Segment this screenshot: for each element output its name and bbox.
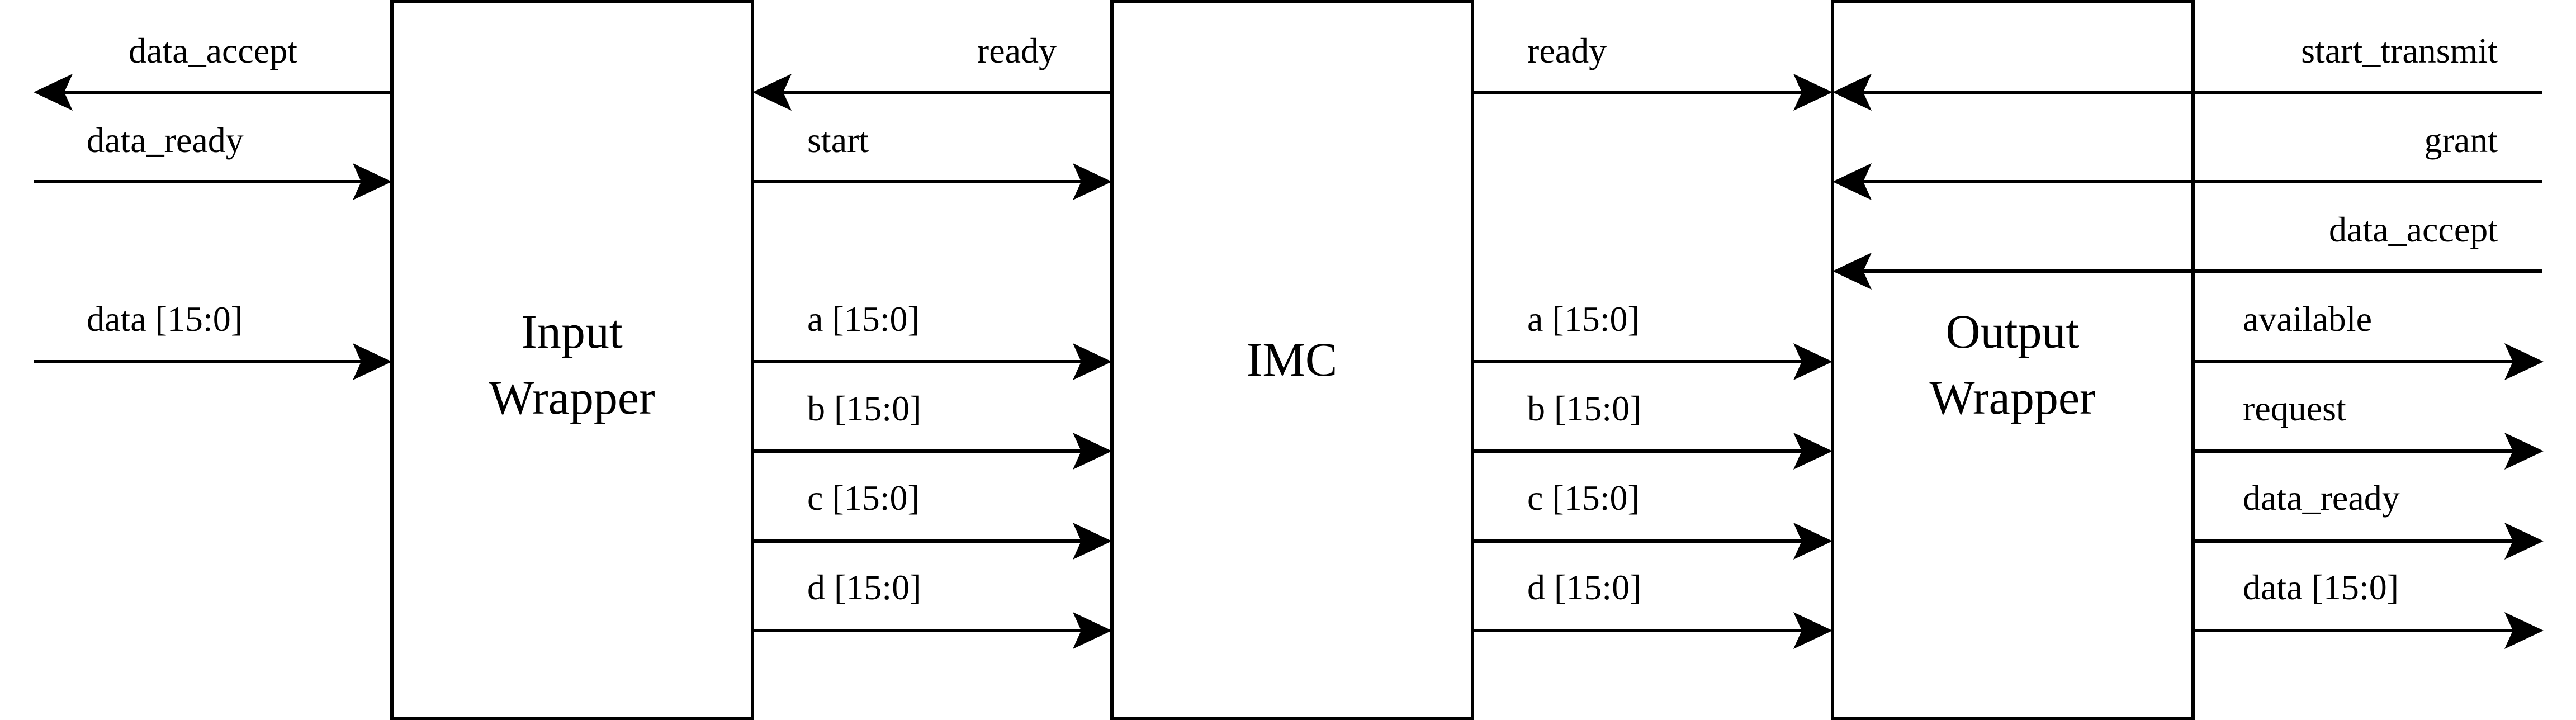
signal-label: request bbox=[2243, 389, 2346, 428]
signal-label: data [15:0] bbox=[2243, 567, 2399, 607]
imc-block bbox=[1110, 0, 1474, 720]
signal-request: request bbox=[2193, 389, 2544, 470]
signal-start: start bbox=[752, 120, 1112, 200]
signal-c-in: c [15:0] bbox=[752, 478, 1112, 560]
signal-a-in: a [15:0] bbox=[752, 299, 1112, 380]
signal-data-ready-left: data_ready bbox=[34, 120, 392, 200]
signal-label: d [15:0] bbox=[807, 567, 921, 607]
signal-label: b [15:0] bbox=[1527, 389, 1641, 428]
signal-label: data_ready bbox=[87, 120, 244, 160]
signal-label: a [15:0] bbox=[807, 299, 920, 339]
signal-label: start_transmit bbox=[2301, 31, 2498, 70]
imc-label: IMC bbox=[1247, 333, 1337, 386]
signal-d-out: d [15:0] bbox=[1472, 567, 1832, 649]
output-wrapper-label-line2: Wrapper bbox=[1929, 371, 2095, 424]
signal-label: data_ready bbox=[2243, 478, 2400, 518]
signal-data-left: data [15:0] bbox=[34, 299, 392, 380]
signal-label: data_accept bbox=[129, 31, 297, 70]
signal-available: available bbox=[2193, 299, 2544, 380]
signal-data-accept-right: data_accept bbox=[1832, 210, 2542, 290]
signal-data-ready-right: data_ready bbox=[2193, 478, 2544, 560]
signal-label: c [15:0] bbox=[1527, 478, 1640, 518]
signal-b-in: b [15:0] bbox=[752, 389, 1112, 470]
signal-label: a [15:0] bbox=[1527, 299, 1640, 339]
output-wrapper-block bbox=[1831, 0, 2195, 720]
signal-label: ready bbox=[1527, 31, 1607, 70]
signal-label: grant bbox=[2425, 120, 2498, 160]
signal-b-out: b [15:0] bbox=[1472, 389, 1832, 470]
signal-label: ready bbox=[977, 31, 1057, 70]
signal-grant: grant bbox=[1832, 120, 2542, 200]
signal-label: available bbox=[2243, 299, 2372, 339]
signal-ready-to-input: ready bbox=[752, 31, 1112, 111]
signal-label: b [15:0] bbox=[807, 389, 921, 428]
signal-d-in: d [15:0] bbox=[752, 567, 1112, 649]
signal-ready-to-output: ready bbox=[1472, 31, 1832, 111]
signal-c-out: c [15:0] bbox=[1472, 478, 1832, 560]
signal-start-transmit: start_transmit bbox=[1832, 31, 2542, 111]
signal-label: data [15:0] bbox=[87, 299, 243, 339]
input-wrapper-label-line1: Input bbox=[521, 305, 623, 358]
input-wrapper-label-line2: Wrapper bbox=[489, 371, 655, 424]
signal-a-out: a [15:0] bbox=[1472, 299, 1832, 380]
signal-label: d [15:0] bbox=[1527, 567, 1641, 607]
signal-label: start bbox=[807, 120, 869, 160]
input-wrapper-block bbox=[390, 0, 754, 720]
signal-data-accept-left: data_accept bbox=[34, 31, 392, 111]
output-wrapper-label-line1: Output bbox=[1946, 305, 2080, 358]
signal-label: data_accept bbox=[2329, 210, 2498, 249]
signal-label: c [15:0] bbox=[807, 478, 920, 518]
signal-data-right: data [15:0] bbox=[2193, 567, 2544, 649]
